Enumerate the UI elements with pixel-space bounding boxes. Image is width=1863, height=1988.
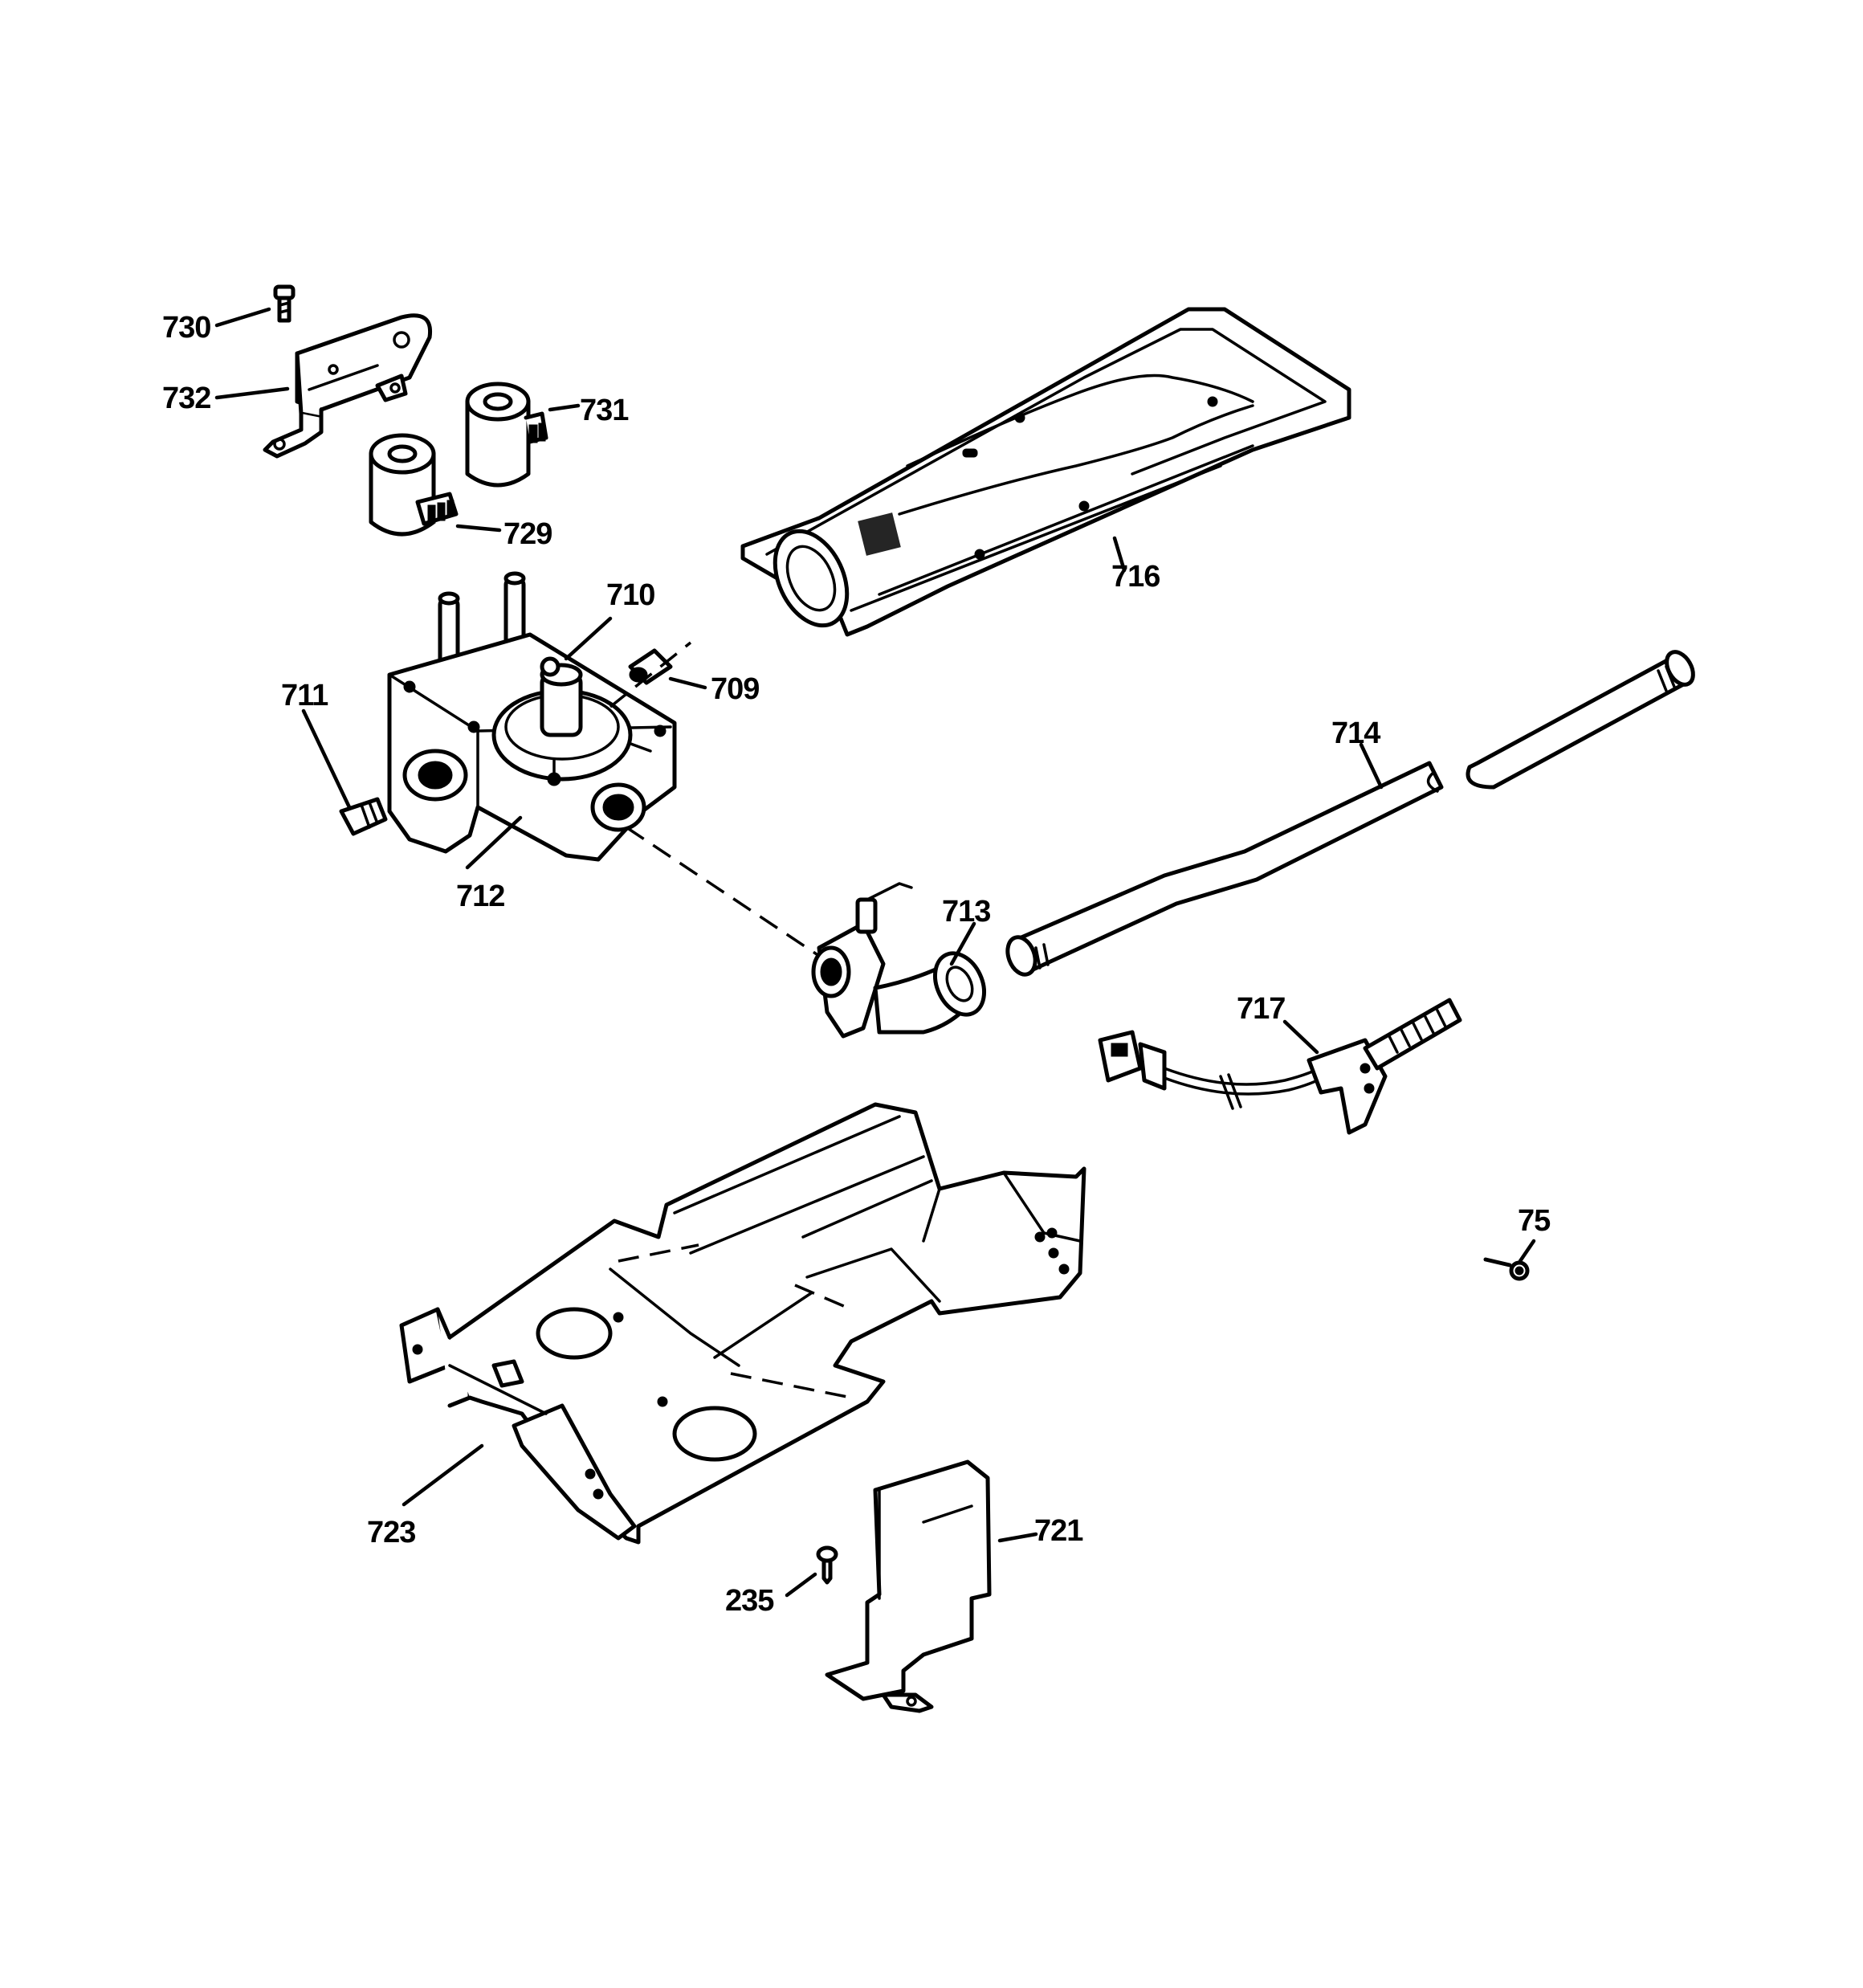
part-717-igniter [1098, 998, 1462, 1135]
callout-731: 731 [580, 394, 629, 427]
callout-75: 75 [1518, 1204, 1551, 1238]
part-731-solenoid-coil [465, 382, 548, 488]
callout-729: 729 [503, 517, 552, 551]
part-711-plug [339, 797, 388, 836]
part-235-screw [816, 1545, 838, 1585]
callout-712: 712 [456, 880, 504, 913]
callout-721: 721 [1034, 1514, 1083, 1548]
callout-235: 235 [725, 1584, 774, 1618]
callout-732: 732 [162, 382, 210, 415]
part-75-screw [1483, 1257, 1530, 1281]
part-730-screw [273, 284, 296, 323]
part-732-bracket [263, 313, 433, 459]
leader-lines [214, 307, 1536, 1598]
part-716-burner-housing [740, 307, 1351, 637]
callout-723: 723 [367, 1516, 415, 1549]
callout-709: 709 [711, 672, 759, 706]
part-714-burner-tube [1005, 650, 1695, 977]
part-713-elbow-fitting [626, 826, 986, 1039]
callout-717: 717 [1237, 992, 1285, 1026]
callout-714: 714 [1331, 716, 1380, 750]
part-723-mounting-bracket [399, 1102, 1086, 1545]
callout-710: 710 [606, 578, 654, 612]
part-712-gas-valve [387, 571, 677, 862]
callout-713: 713 [942, 895, 990, 929]
callout-730: 730 [162, 311, 210, 345]
part-709-fitting [609, 641, 692, 708]
part-721-shield [825, 1459, 992, 1713]
part-729-solenoid-coil [369, 433, 459, 537]
callout-716: 716 [1111, 560, 1160, 594]
callout-711: 711 [281, 679, 328, 712]
callout-labels: 730 732 731 729 716 710 709 711 714 712 … [162, 311, 1551, 1618]
